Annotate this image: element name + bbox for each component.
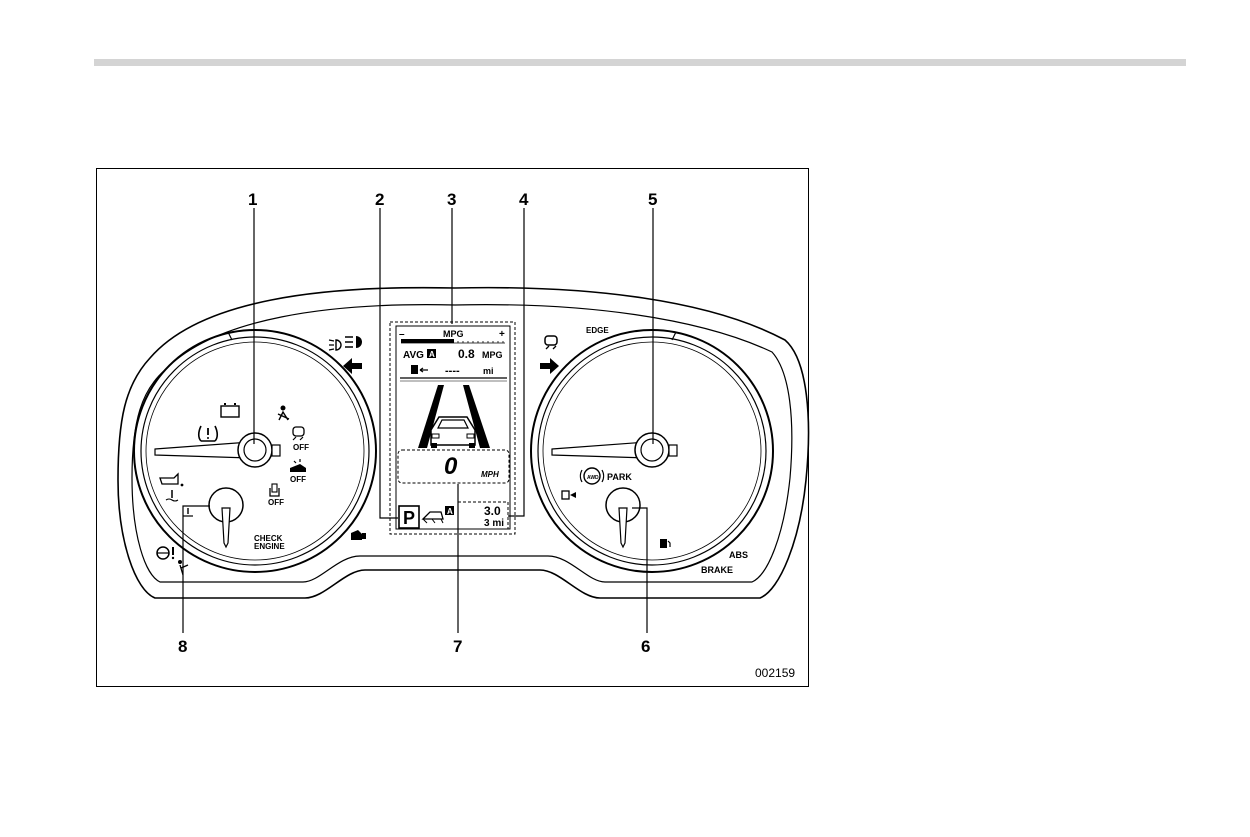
check-engine-label-line1: CHECK — [254, 534, 283, 543]
fuel-door-icon — [561, 490, 576, 500]
high-beam-icon — [345, 336, 362, 348]
security-icon — [351, 530, 366, 540]
callout-2: 2 — [375, 190, 384, 209]
low-fuel-icon — [660, 539, 671, 548]
fuel-range-icon — [411, 365, 428, 374]
speed-value: 0 — [444, 453, 458, 480]
left-turn-signal-icon — [343, 358, 362, 374]
range-value: ---- — [445, 365, 460, 377]
avg-mode-letter: A — [429, 350, 435, 359]
left-gauge-needle — [154, 432, 281, 468]
vehicle-dynamics-icon — [292, 426, 305, 441]
callout-4: 4 — [519, 190, 529, 209]
seatbelt-icon — [277, 405, 290, 421]
edge-label: EDGE — [586, 326, 609, 335]
speed-readout-box — [397, 449, 510, 484]
avg-mpg-unit: MPG — [482, 350, 503, 360]
off-label: OFF — [293, 443, 309, 452]
abs-label: ABS — [729, 550, 748, 560]
off-label: OFF — [290, 475, 306, 484]
off-label: OFF — [268, 498, 284, 507]
mpg-minus: – — [399, 329, 405, 340]
vehicle-icon — [430, 416, 476, 448]
figure-id: 002159 — [755, 666, 795, 680]
trip-value: 3.0 — [484, 504, 501, 518]
avg-mpg-value: 0.8 — [458, 347, 475, 361]
right-gauge-needle — [551, 432, 678, 468]
check-engine-label-line2: ENGINE — [254, 542, 285, 551]
left-small-dial — [208, 487, 244, 549]
gear-value: P — [403, 508, 415, 528]
cluster-inner-housing — [131, 304, 793, 583]
park-label: PARK — [607, 472, 632, 482]
center-display: – MPG + AVG A 0.8 MPG ---- mi — [389, 321, 516, 535]
mpg-bar-label: MPG — [443, 329, 464, 339]
coolant-temp-icon — [165, 490, 179, 502]
top-rule — [94, 59, 1186, 66]
lane-departure-icon — [269, 483, 280, 497]
brake-label: BRAKE — [701, 565, 733, 575]
power-steering-icon — [156, 546, 175, 560]
callout-leaders — [182, 208, 654, 633]
odometer-value: 3 mi — [484, 518, 504, 529]
callout-7: 7 — [453, 637, 462, 656]
speed-unit: MPH — [481, 470, 499, 479]
avg-mode-box — [427, 349, 436, 358]
left-gauge: OFF OFF OFF CHECK ENGINE — [133, 329, 377, 576]
oil-pressure-icon — [159, 472, 184, 487]
callout-6: 6 — [641, 637, 650, 656]
callout-3: 3 — [447, 190, 456, 209]
steering-assist-icon — [544, 335, 558, 350]
awd-icon: AWD — [579, 467, 605, 485]
awd-label: AWD — [587, 475, 599, 481]
callout-5: 5 — [648, 190, 657, 209]
tire-pressure-icon — [197, 425, 219, 442]
eyesight-status-icon — [421, 511, 444, 524]
avg-label: AVG — [403, 350, 424, 361]
lane-road-graphic — [418, 385, 490, 448]
gear-indicator-box — [398, 505, 420, 529]
trip-mode-box — [445, 506, 454, 515]
callout-8: 8 — [178, 637, 187, 656]
coolant-low-icon — [183, 508, 193, 517]
right-gauge: AWD PARK ABS — [530, 329, 774, 573]
battery-icon — [220, 403, 240, 418]
right-turn-signal-icon — [540, 358, 559, 374]
cluster-outer-housing — [117, 286, 810, 599]
range-unit: mi — [483, 366, 494, 376]
right-small-dial — [605, 487, 641, 549]
instant-mpg-bar — [401, 339, 505, 344]
mpg-plus: + — [499, 329, 505, 340]
pre-collision-icon — [290, 459, 306, 472]
callout-1: 1 — [248, 190, 257, 209]
trip-mode-letter: A — [447, 507, 453, 516]
front-fog-icon — [328, 339, 342, 351]
